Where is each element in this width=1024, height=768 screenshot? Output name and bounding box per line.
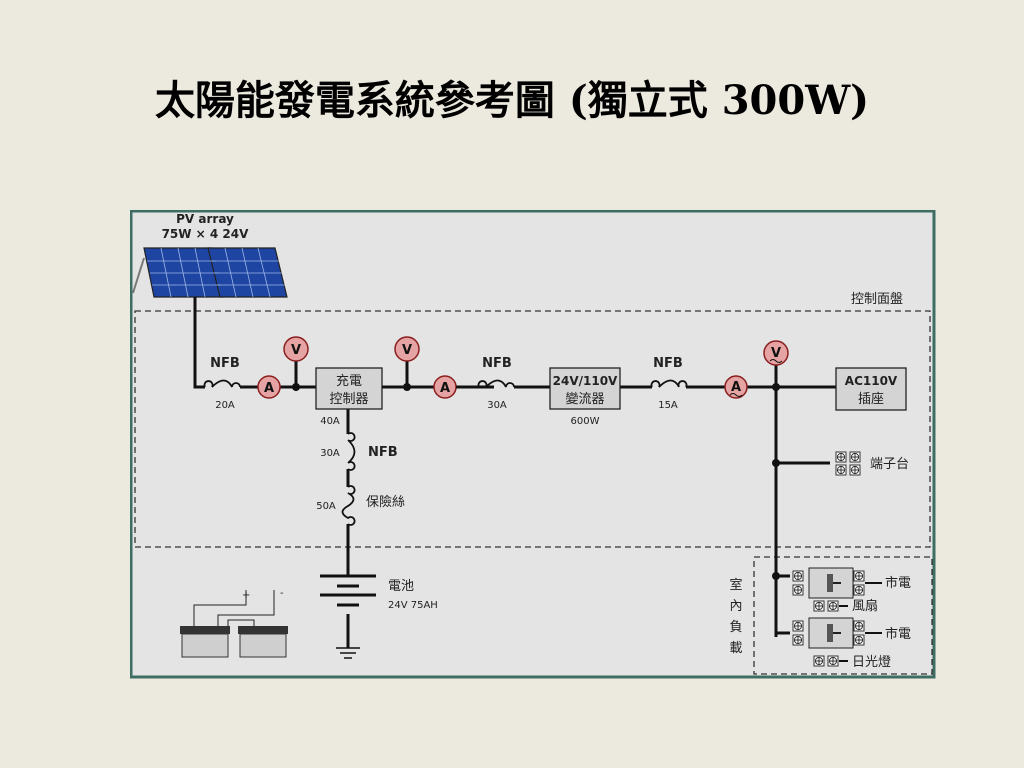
- nfb-2-label: NFB: [482, 356, 512, 371]
- ac-outlet-line1: AC110V: [845, 374, 898, 388]
- ac-ammeter: A: [724, 375, 748, 399]
- ac-voltmeter: V: [763, 340, 789, 366]
- nfb-breaker-2: [456, 379, 550, 389]
- charge-controller-line2: 控制器: [329, 392, 368, 407]
- nfb-battery-label: NFB: [368, 445, 398, 460]
- pv-array-spec: 75W × 4 24V: [162, 227, 250, 241]
- ac-voltmeter-symbol: V: [771, 346, 781, 361]
- indoor-load-label: 室 內 負 載: [729, 577, 742, 656]
- control-panel-region: [134, 310, 931, 548]
- battery-label: 電池: [388, 579, 414, 594]
- nfb-2-rating: 30A: [487, 400, 507, 411]
- main-wiring: [193, 297, 836, 648]
- pv-array-label: PV array: [176, 212, 234, 226]
- voltmeter-1: V: [283, 336, 309, 362]
- inverter-line2: 變流器: [565, 391, 604, 407]
- fuse-label: 保險絲: [366, 495, 405, 510]
- indoor-load-char-1: 室: [729, 577, 742, 593]
- slide-title: 太陽能發電系統參考圖 (獨立式 300W): [154, 77, 870, 124]
- battery-symbol: [320, 574, 376, 607]
- load-2-label: 市電: [885, 626, 911, 642]
- indoor-load-region: [753, 556, 933, 675]
- nfb-3-rating: 15A: [658, 400, 678, 411]
- battery-plus-sign: +: [242, 590, 250, 601]
- ac-outlet-line2: 插座: [858, 392, 884, 407]
- fuse-rating: 50A: [316, 501, 336, 512]
- pv-array-icon: [132, 247, 288, 298]
- load-circuit-1: [792, 567, 882, 612]
- ac-outlet-box: [835, 367, 907, 411]
- nfb-3-label: NFB: [653, 356, 683, 371]
- nfb-1-label: NFB: [210, 356, 240, 371]
- solar-system-diagram: 控制面盤 室 內 負 載 PV array 75W × 4 24V: [129, 209, 936, 684]
- terminal-block-label: 端子台: [870, 457, 909, 472]
- voltmeter-1-symbol: V: [291, 343, 301, 358]
- ac-ammeter-symbol: A: [731, 380, 741, 395]
- inverter-rating: 600W: [571, 416, 600, 427]
- inverter-line1: 24V/110V: [553, 374, 618, 388]
- ammeter-1-symbol: A: [264, 381, 274, 396]
- nfb-breaker-3: [650, 379, 688, 388]
- ammeter-1: A: [257, 375, 281, 399]
- ammeter-2-symbol: A: [440, 381, 450, 396]
- ammeter-2: A: [433, 375, 457, 399]
- load-2-device: 日光燈: [852, 655, 891, 670]
- voltmeter-2-symbol: V: [402, 343, 412, 358]
- load-1-label: 市電: [885, 575, 911, 591]
- control-panel-label: 控制面盤: [851, 292, 903, 307]
- inverter-box: [549, 367, 621, 410]
- charge-controller-line1: 充電: [336, 373, 362, 389]
- indoor-load-char-2: 內: [729, 599, 742, 614]
- nfb-breaker-1: [203, 379, 245, 389]
- nfb-1-rating: 20A: [215, 400, 235, 411]
- indoor-load-char-3: 負: [729, 620, 742, 635]
- nfb-battery-rating: 30A: [320, 448, 340, 459]
- battery-spec: 24V 75AH: [388, 600, 438, 611]
- voltmeter-2: V: [394, 336, 420, 362]
- fuse-icon: [341, 485, 356, 526]
- charge-controller-box: [315, 367, 383, 410]
- battery-minus-sign: -: [280, 588, 284, 599]
- ground-icon: [336, 647, 360, 659]
- charge-controller-rating: 40A: [320, 416, 340, 427]
- indoor-load-char-4: 載: [729, 641, 742, 656]
- load-circuit-2: [792, 617, 882, 667]
- load-1-device: 風扇: [852, 598, 878, 614]
- battery-pack-icon: [180, 590, 288, 658]
- nfb-battery-breaker: [347, 432, 356, 471]
